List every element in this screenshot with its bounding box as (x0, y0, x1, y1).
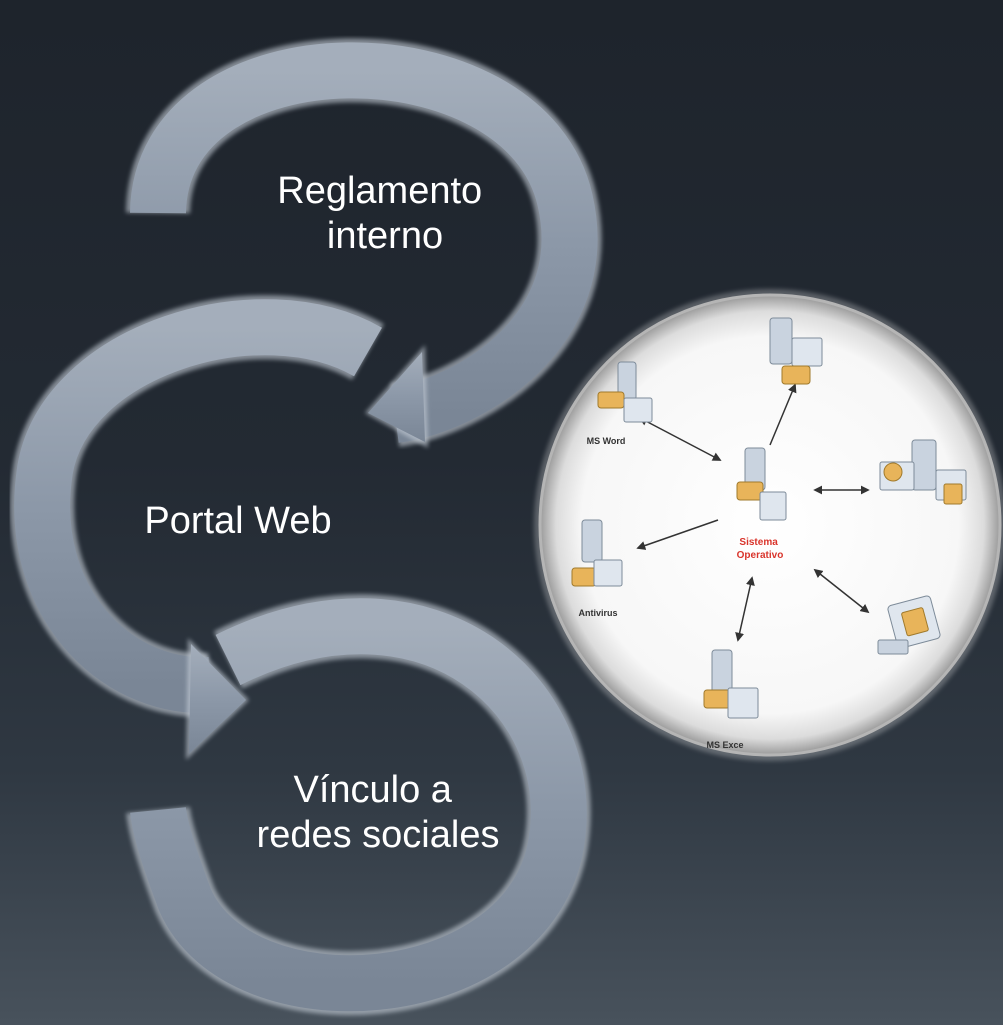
workgroup-icon (879, 439, 967, 505)
cycle-arrow-2 (10, 295, 384, 760)
cycle-arrow-1 (126, 38, 602, 448)
network-center-label: Sistema Operativo (737, 537, 784, 561)
server-workstation-icon (571, 519, 623, 587)
step-label-redes-sociales: Vínculo a redes sociales (257, 769, 500, 856)
server-workstation-icon (703, 649, 759, 719)
server-workstation-icon (769, 317, 823, 385)
network-illustration: Sistema Operativo MS Word (534, 289, 1003, 761)
server-workstation-icon (736, 447, 787, 521)
step-label-reglamento: Reglamento interno (277, 170, 492, 257)
cycle-arrow-3 (126, 594, 591, 1016)
node-label-antivirus: Antivirus (578, 608, 617, 618)
node-label-ms-word: MS Word (587, 436, 626, 446)
node-label-ms-exce: MS Exce (706, 740, 743, 750)
server-workstation-icon (597, 361, 653, 423)
step-label-portal-web: Portal Web (144, 500, 331, 542)
monitor-icon (877, 595, 941, 655)
